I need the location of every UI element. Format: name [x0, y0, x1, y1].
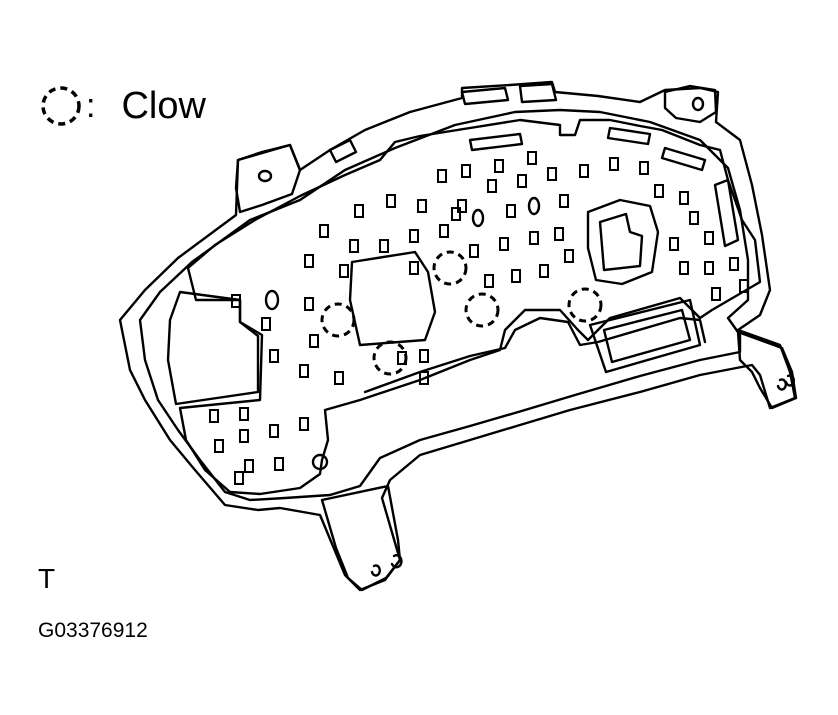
right-bracket-hole-b: [776, 378, 787, 391]
legend-colon: :: [86, 87, 96, 125]
top-clip-slot-b: [606, 126, 652, 146]
round-opening-top-a: [471, 208, 485, 228]
right-side-bar: [713, 178, 740, 248]
left-ear-hole: [257, 169, 273, 183]
circuit-plate-outline: [178, 118, 762, 496]
left-window-opening: [166, 290, 260, 406]
bottom-right-window: [588, 298, 702, 374]
figure-id: G03376912: [38, 619, 148, 642]
top-right-tab-hole: [691, 96, 705, 112]
top-clip-right: [518, 82, 558, 104]
top-clip-slot-c: [660, 146, 707, 172]
top-clip-left: [328, 138, 358, 164]
terminal-pads: [209, 151, 749, 485]
legend: : Clow: [38, 82, 206, 130]
left-mounting-ear: [234, 143, 302, 214]
center-left-display-opening: [348, 250, 437, 347]
bottom-right-window-inner: [602, 308, 692, 364]
lower-channel: [363, 316, 707, 394]
housing-inner-outline: [138, 108, 750, 502]
bottom-mounting-bracket: [320, 484, 402, 592]
bottom-bracket-hole-a: [390, 554, 403, 569]
top-right-mounting-tab: [663, 84, 718, 124]
right-mounting-bracket: [736, 330, 798, 410]
claw-location-1: [320, 302, 356, 338]
center-right-display-opening: [586, 198, 660, 286]
center-right-display-inner: [598, 212, 644, 272]
round-opening-bottom-left: [311, 453, 329, 471]
round-opening-left: [264, 289, 280, 311]
claw-location-2: [432, 250, 468, 286]
top-clip-mid: [460, 86, 510, 106]
claw-location-3: [464, 292, 500, 328]
housing-outer-outline: [118, 80, 797, 592]
legend-label: Clow: [121, 85, 206, 127]
claw-location-4: [372, 340, 408, 376]
claw-location-5: [567, 287, 603, 323]
round-opening-top-b: [527, 196, 541, 216]
reference-letter: T: [38, 563, 56, 594]
bottom-bracket-hole-b: [370, 564, 381, 577]
dashed-circle-icon: [41, 86, 81, 126]
top-clip-slot-a: [468, 132, 524, 152]
right-bracket-hole-a: [784, 374, 795, 387]
